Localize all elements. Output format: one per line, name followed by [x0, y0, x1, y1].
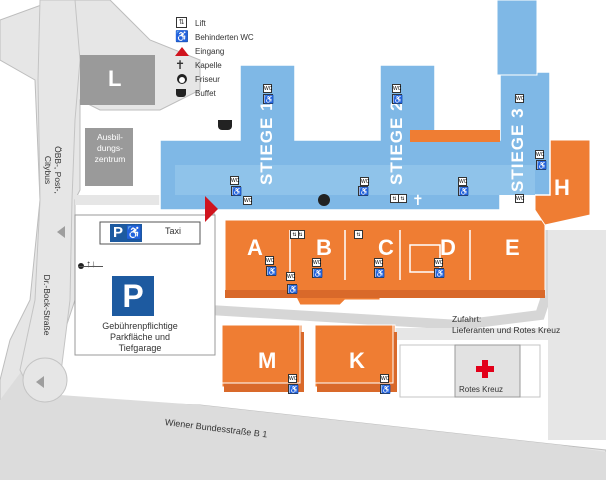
- road-arrow-bottom: [36, 376, 44, 388]
- accessible-wc-icon: ♿: [175, 31, 189, 43]
- lift-line: [78, 266, 103, 267]
- building-l-label: L: [108, 66, 122, 91]
- legend-chapel: ✝ Kapelle: [175, 58, 222, 72]
- inner-road-left: [75, 195, 215, 205]
- red-cross-horizontal: [476, 366, 494, 372]
- accessible-wc-icon: ♿: [434, 268, 445, 278]
- shadow-strip: [225, 290, 545, 298]
- legend-label: Kapelle: [195, 60, 222, 70]
- building-e-label: E: [505, 235, 520, 260]
- building-k-label: K: [349, 348, 365, 373]
- parking-sign-large: P: [112, 276, 154, 316]
- wc-marker: WC: [265, 256, 275, 265]
- road-arrow-top: [57, 226, 65, 238]
- lift-icon: ⇅: [175, 17, 189, 29]
- accessible-wc-icon: ♿: [266, 266, 277, 276]
- building-d-label: D: [440, 235, 456, 260]
- building-c-label: C: [378, 235, 394, 260]
- wc-marker: WC: [535, 150, 545, 159]
- wc-marker: WC: [286, 272, 296, 281]
- hairdresser-icon: [175, 73, 189, 85]
- stiege-3-tower: [496, 0, 538, 76]
- accessible-wc-icon: ♿: [263, 94, 274, 104]
- accessible-wc-icon: ♿: [458, 186, 469, 196]
- parking-caption: Gebührenpflichtige Parkfläche und Tiefga…: [102, 321, 178, 353]
- accessible-wc-icon: ♿: [392, 94, 403, 104]
- building-h-label: H: [554, 175, 570, 200]
- legend-label: Behinderten WC: [195, 32, 254, 42]
- hairdresser-icon: [318, 194, 330, 206]
- accessible-parking-sign: P ♿: [110, 224, 142, 242]
- building-dividers: [289, 230, 471, 280]
- stiege-1-label: STIEGE 1: [257, 100, 276, 185]
- legend-buffet: Buffet: [175, 86, 216, 100]
- road-fill-dark: [0, 360, 606, 480]
- legend-label: Eingang: [195, 46, 225, 56]
- accessible-wc-icon: ♿: [536, 160, 547, 170]
- building-a-label: A: [247, 235, 263, 260]
- wc-marker: WC: [380, 374, 390, 383]
- chapel-cross-icon: ✝: [175, 58, 186, 72]
- zufahrt-label: Zufahrt: Lieferanten und Rotes Kreuz: [452, 314, 561, 335]
- entrance-icon: [175, 45, 189, 57]
- dr-bock-strasse-label: Dr.-Bock-Straße: [42, 274, 52, 336]
- accessible-wc-icon: ♿: [374, 268, 385, 278]
- buffet-cup-icon: [175, 87, 189, 99]
- wc-marker: WC: [312, 258, 322, 267]
- east-road: [548, 230, 606, 440]
- accessible-wc-icon: ♿: [288, 384, 299, 394]
- wc-marker: WC: [263, 84, 273, 93]
- wc-marker: WC: [434, 258, 444, 267]
- wc-marker: WC: [458, 177, 468, 186]
- entrance-marker: [205, 196, 218, 222]
- building-m-label: M: [258, 348, 277, 373]
- stiege-3-label: STIEGE 3: [508, 107, 527, 192]
- building-m-front: [221, 324, 301, 384]
- wc-marker: WC: [515, 94, 525, 103]
- building-ausbildungszentrum: [85, 128, 133, 186]
- wc-marker: WC: [360, 177, 370, 186]
- accessible-wc-icon: ♿: [231, 186, 242, 196]
- wc-marker: WC: [392, 84, 402, 93]
- building-k-front: [314, 324, 394, 384]
- blue-connector: [410, 130, 500, 142]
- legend-label: Lift: [195, 18, 206, 28]
- lift-icon: ⇅: [354, 230, 363, 239]
- legend-entrance: Eingang: [175, 44, 224, 58]
- accessible-wc-icon: ♿: [380, 384, 391, 394]
- legend-hairdresser: Friseur: [175, 72, 220, 86]
- building-b-label: B: [316, 235, 332, 260]
- wc-marker: WC: [288, 374, 298, 383]
- up-down-arrows-icon: ↑↓: [86, 259, 96, 270]
- ausbildungszentrum-label: Ausbil- dungs- zentrum: [94, 132, 126, 164]
- accessible-wc-icon: ♿: [287, 284, 298, 294]
- accessible-wc-icon: ♿: [358, 186, 369, 196]
- lift-icon: ⇅: [398, 194, 407, 203]
- rotes-kreuz-label: Rotes Kreuz: [459, 385, 504, 394]
- legend-label: Buffet: [195, 88, 216, 98]
- oebb-bus-label: ÖBB-, Post-, Citybus: [43, 146, 63, 194]
- roundabout: [22, 357, 68, 403]
- legend-label: Friseur: [195, 74, 220, 84]
- stiege-2-label: STIEGE 2: [387, 100, 406, 185]
- taxi-label: Taxi: [165, 226, 182, 236]
- parking-p-glyph: P: [113, 224, 124, 241]
- wheelchair-icon: ♿: [126, 225, 143, 240]
- accessible-wc-icon: ♿: [312, 268, 323, 278]
- legend-lift: ⇅ Lift: [175, 16, 206, 30]
- legend-accessible-wc: ♿ Behinderten WC: [175, 30, 254, 44]
- wc-marker: WC: [230, 176, 240, 185]
- lift-icon: ⇅: [290, 230, 299, 239]
- chapel-cross-icon: ✝: [412, 192, 424, 208]
- buffet-cup-icon: [218, 120, 232, 130]
- blue-inner-corridor: [175, 165, 535, 195]
- wc-marker: WC: [374, 258, 384, 267]
- building-l: [80, 55, 155, 105]
- wc-marker: WC: [515, 194, 525, 203]
- wc-marker: WC: [243, 196, 253, 205]
